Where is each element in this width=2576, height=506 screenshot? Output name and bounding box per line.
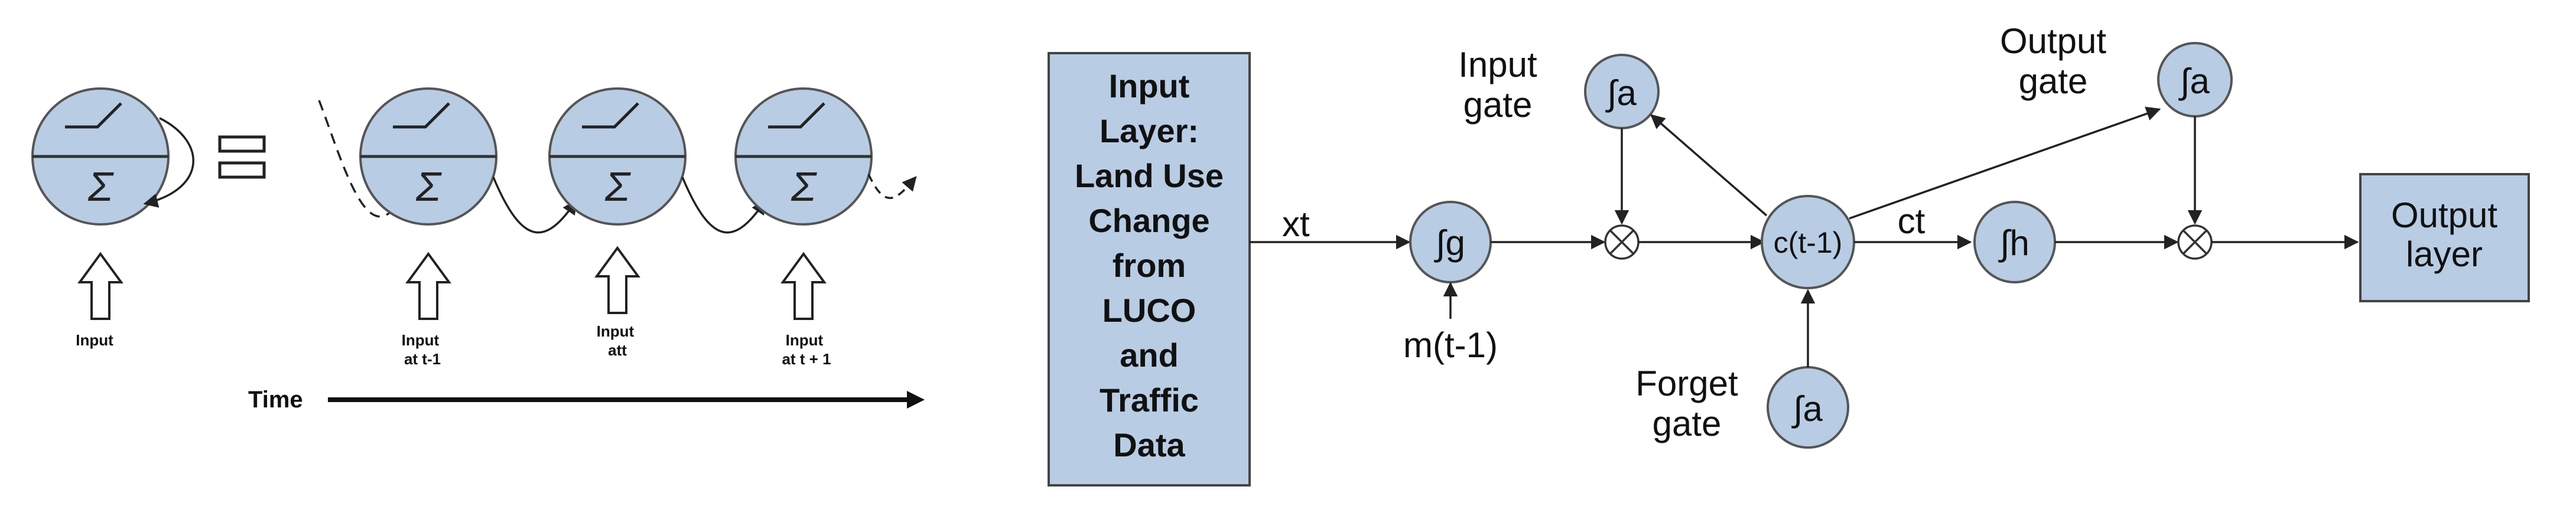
- input-label-t-plus-1: Input at t + 1: [782, 331, 831, 368]
- time-arrow-icon: [328, 391, 925, 409]
- rnn-cell-1: Σ: [359, 87, 497, 226]
- input-label-t-minus-1: Input at t-1: [402, 331, 444, 368]
- text-line: and: [1120, 337, 1179, 374]
- g-label: ∫g: [1434, 223, 1465, 263]
- arrow-up-icon: [780, 252, 827, 320]
- output-gate-act: ∫a: [2178, 61, 2210, 101]
- output-layer-box: [2359, 173, 2530, 302]
- xt-label: xt: [1282, 204, 1310, 244]
- arrow-up-icon: [77, 252, 123, 320]
- input-label-line-1: Input: [597, 322, 635, 340]
- text-line: gate: [1653, 404, 1722, 443]
- multiply-icon: [1604, 224, 1640, 260]
- ct-label: ct: [1898, 201, 1926, 241]
- text-line: LUCO: [1102, 292, 1196, 329]
- arrow-up-icon: [405, 252, 451, 320]
- rnn-folded-cell: Σ: [31, 87, 194, 226]
- text-line: from: [1113, 247, 1186, 284]
- text-line: Output: [2000, 21, 2106, 61]
- rnn-left-diagram: Σ Σ Σ: [31, 87, 925, 413]
- text-line: Change: [1088, 202, 1209, 239]
- input-label: Input: [76, 331, 113, 349]
- multiply-icon: [2177, 224, 2213, 260]
- forget-gate-act: ∫a: [1791, 389, 1823, 429]
- cell-state-label: c(t-1): [1774, 226, 1843, 259]
- input-label-line-1: Input: [402, 331, 440, 349]
- text-line: Land Use: [1075, 157, 1224, 194]
- text-line: Traffic: [1100, 381, 1199, 419]
- input-label-line: Input: [76, 331, 113, 349]
- text-line: Output: [2391, 195, 2497, 235]
- arrow-up-icon: [594, 246, 640, 314]
- input-label-line-1: Input: [786, 331, 824, 349]
- m-label: m(t-1): [1403, 325, 1498, 365]
- equals-icon: [218, 135, 266, 179]
- rnn-cell-3: Σ: [734, 87, 873, 226]
- time-label: Time: [248, 387, 303, 413]
- text-line: Layer:: [1100, 112, 1199, 149]
- text-line: layer: [2406, 234, 2483, 274]
- text-line: Input: [1109, 67, 1190, 105]
- sigma-label: Σ: [87, 164, 114, 210]
- sigma-label: Σ: [415, 164, 442, 210]
- text-line: gate: [2019, 61, 2088, 101]
- rnn-cell-2: Σ: [548, 87, 687, 226]
- text-line: Forget: [1635, 364, 1738, 403]
- input-label-line-2: at t + 1: [782, 350, 831, 368]
- input-label-line-2: att: [608, 341, 627, 359]
- sigma-label: Σ: [791, 164, 817, 210]
- input-layer-box: [1048, 52, 1251, 487]
- text-line: gate: [1463, 85, 1533, 125]
- input-gate-act: ∫a: [1605, 73, 1637, 113]
- input-label-t: Input att: [597, 322, 639, 359]
- text-line: Input: [1458, 45, 1537, 84]
- h-label: ∫h: [1998, 223, 2029, 263]
- input-label-line-2: at t-1: [404, 350, 441, 368]
- text-line: Data: [1113, 426, 1185, 463]
- sigma-label: Σ: [604, 164, 631, 210]
